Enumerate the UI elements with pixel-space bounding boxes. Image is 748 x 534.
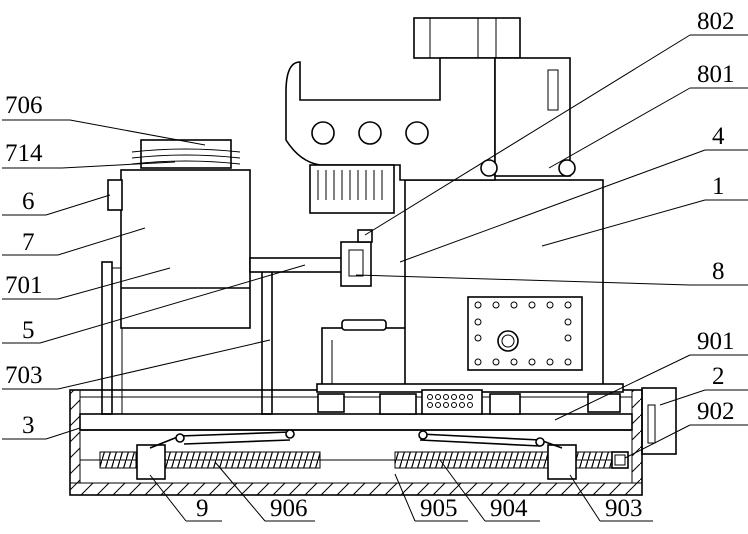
label-1: 1 — [712, 173, 725, 200]
label-3: 3 — [22, 412, 35, 439]
clamp — [341, 230, 372, 286]
sliding-plate — [80, 414, 632, 430]
label-902: 902 — [697, 398, 735, 425]
lower-box — [322, 320, 406, 390]
main-housing — [405, 180, 603, 388]
label-906: 906 — [270, 495, 308, 522]
label-802: 802 — [697, 8, 735, 35]
tank — [108, 140, 250, 328]
label-5: 5 — [22, 317, 35, 344]
label-714: 714 — [5, 140, 43, 167]
label-7: 7 — [22, 229, 35, 256]
label-703: 703 — [5, 362, 43, 389]
label-4: 4 — [712, 123, 725, 150]
label-801: 801 — [697, 61, 735, 88]
label-9: 9 — [196, 495, 209, 522]
linkage-rods — [150, 430, 562, 448]
label-901: 901 — [697, 328, 735, 355]
label-701: 701 — [5, 272, 43, 299]
label-2: 2 — [712, 363, 725, 390]
label-905: 905 — [420, 495, 458, 522]
label-903: 903 — [605, 495, 643, 522]
label-8: 8 — [712, 258, 725, 285]
label-706: 706 — [5, 92, 43, 119]
label-6: 6 — [22, 188, 35, 215]
label-904: 904 — [490, 495, 528, 522]
connecting-pipe — [250, 258, 342, 272]
